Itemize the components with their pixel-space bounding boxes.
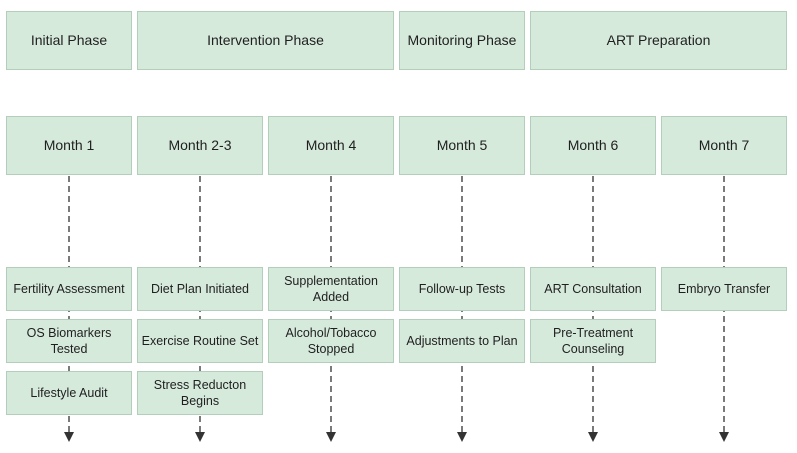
task-pre-treatment-counseling: Pre-Treatment Counseling xyxy=(530,319,656,363)
task-supplementation-added: Supplementation Added xyxy=(268,267,394,311)
arrowhead-5 xyxy=(588,432,598,442)
month-1: Month 1 xyxy=(6,116,132,175)
task-embryo-transfer: Embryo Transfer xyxy=(661,267,787,311)
arrowhead-6 xyxy=(719,432,729,442)
phase-art-preparation: ART Preparation xyxy=(530,11,787,70)
arrowhead-3 xyxy=(326,432,336,442)
phase-intervention: Intervention Phase xyxy=(137,11,394,70)
month-6: Month 6 xyxy=(530,116,656,175)
arrowhead-2 xyxy=(195,432,205,442)
phase-monitoring: Monitoring Phase xyxy=(399,11,525,70)
task-alcohol-tobacco-stopped: Alcohol/Tobacco Stopped xyxy=(268,319,394,363)
arrowhead-4 xyxy=(457,432,467,442)
task-os-biomarkers-tested: OS Biomarkers Tested xyxy=(6,319,132,363)
task-stress-reduction-begins: Stress Reducton Begins xyxy=(137,371,263,415)
task-follow-up-tests: Follow-up Tests xyxy=(399,267,525,311)
arrowhead-1 xyxy=(64,432,74,442)
task-fertility-assessment: Fertility Assessment xyxy=(6,267,132,311)
month-4: Month 4 xyxy=(268,116,394,175)
task-art-consultation: ART Consultation xyxy=(530,267,656,311)
task-lifestyle-audit: Lifestyle Audit xyxy=(6,371,132,415)
task-exercise-routine-set: Exercise Routine Set xyxy=(137,319,263,363)
task-adjustments-to-plan: Adjustments to Plan xyxy=(399,319,525,363)
phase-initial: Initial Phase xyxy=(6,11,132,70)
month-5: Month 5 xyxy=(399,116,525,175)
month-7: Month 7 xyxy=(661,116,787,175)
month-2-3: Month 2-3 xyxy=(137,116,263,175)
task-diet-plan-initiated: Diet Plan Initiated xyxy=(137,267,263,311)
